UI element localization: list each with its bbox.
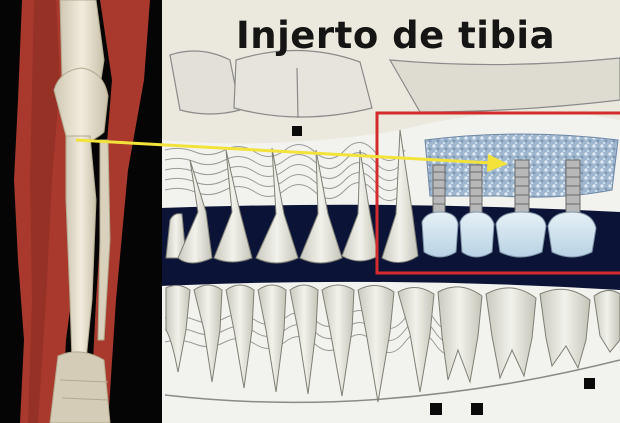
- marker-square: [292, 126, 302, 136]
- marker-square: [584, 378, 595, 389]
- marker-square: [471, 403, 483, 415]
- marker-square: [430, 403, 442, 415]
- lower-leg-anatomy-illustration: [0, 0, 162, 423]
- slide-title: Injerto de tibia: [236, 14, 616, 57]
